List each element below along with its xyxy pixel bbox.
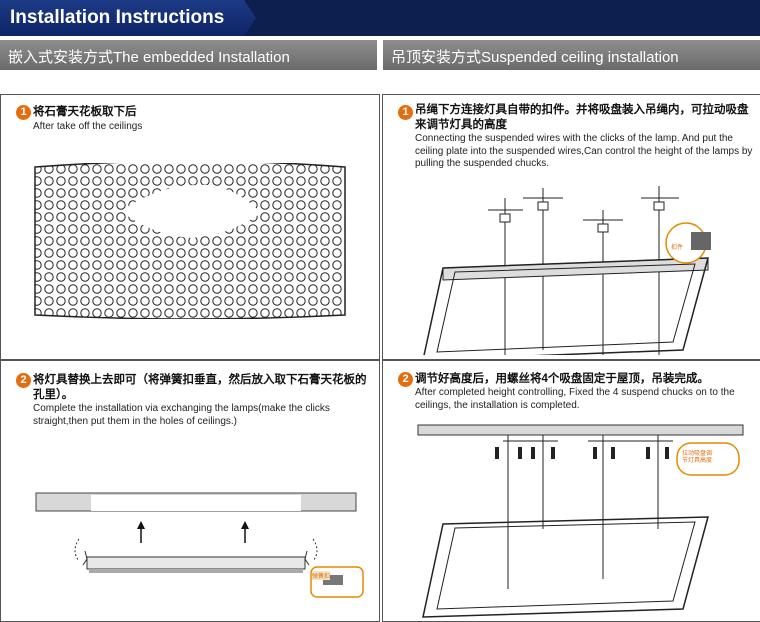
panel-suspended-step2: 2 调节好高度后，用螺丝将4个吸盘固定于屋顶，吊装完成。 After compl… <box>382 360 760 622</box>
step-text-cn: 将石膏天花板取下后 <box>33 106 137 118</box>
page-title: Installation Instructions <box>10 7 225 28</box>
header-bar: Installation Instructions <box>0 0 760 36</box>
step-number-badge: 2 <box>398 372 413 387</box>
step-number-badge: 1 <box>398 105 413 120</box>
spring-clip-callout: 弹簧扣 <box>312 571 331 580</box>
step-number-badge: 2 <box>16 373 31 388</box>
panel-embedded-step2: 2 将灯具替换上去即可（将弹簧扣垂直，然后放入取下石膏天花板的孔里）。 Comp… <box>0 360 380 622</box>
clip-callout: 扣件 <box>671 245 684 251</box>
section-header-embedded: 嵌入式安装方式The embedded Installation <box>0 40 377 70</box>
step-text-cn: 将灯具替换上去即可（将弹簧扣垂直，然后放入取下石膏天花板的孔里）。 <box>33 374 367 401</box>
step-text-cn: 调节好高度后，用螺丝将4个吸盘固定于屋顶，吊装完成。 <box>415 373 709 385</box>
step-text-en: After completed height controlling, Fixe… <box>415 387 735 411</box>
step-text-en: After take off the ceilings <box>33 121 143 132</box>
title-tab <box>0 0 256 36</box>
step-text-en: Connecting the suspended wires with the … <box>415 133 753 169</box>
ceiling-illustration <box>34 163 346 319</box>
panel-suspended-step1: 1 吊绳下方连接灯具自带的扣件。并将吸盘装入吊绳内，可拉动吸盘来调节灯具的高度 … <box>382 94 760 360</box>
fixed-chucks-illustration <box>417 424 744 618</box>
step-number-badge: 1 <box>16 105 31 120</box>
chuck-callout: 拉动吸盘调节灯具高度 <box>682 451 713 464</box>
step-text-en: Complete the installation via exchanging… <box>33 403 330 427</box>
section-title-embedded: 嵌入式安装方式The embedded Installation <box>8 49 290 66</box>
lamp-insertion-illustration <box>35 492 364 598</box>
section-header-suspended: 吊顶安装方式Suspended ceiling installation <box>383 40 760 70</box>
panel-embedded-step1: 1 将石膏天花板取下后 After take off the ceilings <box>0 94 380 360</box>
section-title-suspended: 吊顶安装方式Suspended ceiling installation <box>391 49 679 66</box>
step-text-cn: 吊绳下方连接灯具自带的扣件。并将吸盘装入吊绳内，可拉动吸盘来调节灯具的高度 <box>415 104 749 131</box>
suspended-wires-illustration <box>423 186 711 355</box>
